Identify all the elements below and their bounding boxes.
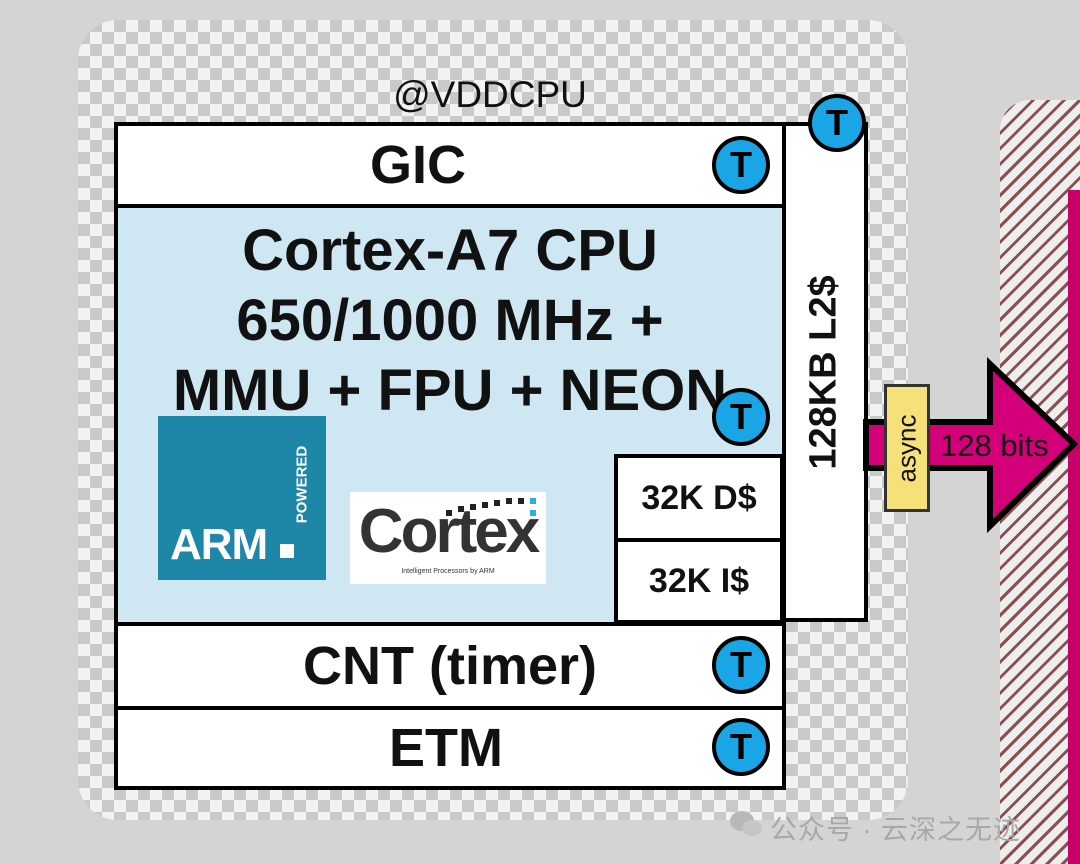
l1-icache-block: 32K I$ xyxy=(614,538,784,624)
cpu-line-core: Cortex-A7 CPU xyxy=(242,218,658,283)
arm-logo-text: ARM xyxy=(170,520,268,569)
l1-dcache-block: 32K D$ xyxy=(614,454,784,542)
wechat-icon xyxy=(730,811,762,836)
arm-powered-text: POWERED xyxy=(293,445,311,524)
trustzone-marker-l2: T xyxy=(808,94,866,152)
async-bridge: async xyxy=(884,384,930,512)
bus-width-label: 128 bits xyxy=(940,428,1049,463)
l2-cache-block: 128KB L2$ xyxy=(780,122,868,622)
voltage-domain-label: @VDDCPU xyxy=(393,74,587,115)
arm-logo-square xyxy=(280,544,294,558)
icache-label: 32K I$ xyxy=(648,561,750,600)
dcache-label: 32K D$ xyxy=(641,478,757,517)
cortex-logo: Cortex Intelligent Processors by ARM xyxy=(350,492,546,584)
cnt-timer-block: CNT (timer) xyxy=(114,622,786,710)
cpu-description: Cortex-A7 CPU 650/1000 MHz + MMU + FPU +… xyxy=(120,216,780,426)
watermark-text: 公众号 · 云深之无迹 xyxy=(770,815,1021,845)
trustzone-marker-gic: T xyxy=(712,136,770,194)
gic-label: GIC xyxy=(369,135,466,195)
trustzone-marker-cpu: T xyxy=(712,388,770,446)
cnt-label: CNT (timer) xyxy=(303,636,597,696)
etm-block: ETM xyxy=(114,706,786,790)
arm-powered-logo: ARM POWERED xyxy=(158,416,326,580)
etm-label: ETM xyxy=(389,718,503,778)
async-label: async xyxy=(891,414,922,482)
cortex-logo-subtitle: Intelligent Processors by ARM xyxy=(401,568,495,575)
gic-block: GIC xyxy=(114,122,786,208)
cpu-line-frequency: 650/1000 MHz + xyxy=(236,288,664,353)
bus-interconnect-bar xyxy=(1068,190,1080,864)
cortex-logo-dots xyxy=(446,498,536,516)
trustzone-marker-cnt: T xyxy=(712,636,770,694)
cpu-line-extensions: MMU + FPU + NEON xyxy=(172,358,728,423)
trustzone-marker-etm: T xyxy=(712,718,770,776)
cortex-logo-text: Cortex xyxy=(358,497,540,566)
l2-cache-label: 128KB L2$ xyxy=(802,274,845,470)
